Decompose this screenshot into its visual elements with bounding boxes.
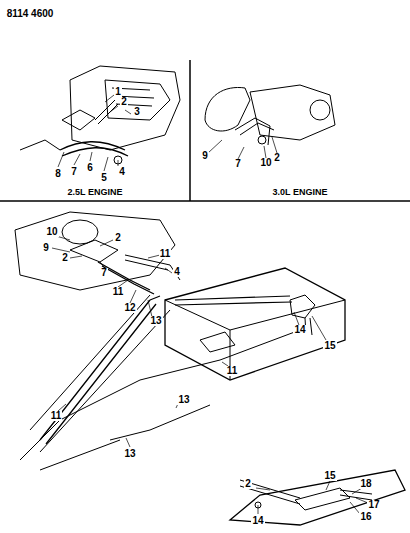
callout-number: 14 bbox=[251, 516, 264, 526]
callout-number: 10 bbox=[259, 158, 272, 168]
callout-number: 13 bbox=[177, 395, 190, 405]
callout-number: 16 bbox=[359, 512, 372, 522]
figure-number: 8114 4600 bbox=[6, 9, 55, 19]
callout-number: 3 bbox=[133, 107, 141, 117]
callout-number: 2 bbox=[273, 153, 281, 163]
callout-number: 8 bbox=[54, 169, 62, 179]
callout-number: 2 bbox=[61, 253, 69, 263]
callout-number: 15 bbox=[323, 471, 336, 481]
callout-number: 14 bbox=[293, 325, 306, 335]
callout-number: 7 bbox=[234, 159, 242, 169]
callout-number: 12 bbox=[123, 303, 136, 313]
callout-number: 1 bbox=[114, 87, 122, 97]
callout-number: 4 bbox=[118, 167, 126, 177]
callout-number: 13 bbox=[123, 449, 136, 459]
callout-number: 15 bbox=[323, 341, 336, 351]
callout-number: 11 bbox=[112, 287, 125, 297]
callout-number: 5 bbox=[100, 173, 108, 183]
callout-number: 11 bbox=[226, 366, 239, 376]
callout-number: 13 bbox=[149, 316, 162, 326]
callout-number: 10 bbox=[45, 227, 58, 237]
callout-number: 11 bbox=[159, 249, 172, 259]
callout-number: 7 bbox=[70, 167, 78, 177]
callout-number: 2 bbox=[244, 479, 252, 489]
callout-number: 17 bbox=[367, 500, 380, 510]
callout-number: 9 bbox=[42, 243, 50, 253]
callout-number: 11 bbox=[50, 411, 63, 421]
callout-number: 6 bbox=[86, 163, 94, 173]
panel-caption: 2.5L ENGINE bbox=[67, 188, 124, 197]
callout-number: 7 bbox=[100, 268, 108, 278]
callout-number: 18 bbox=[359, 479, 372, 489]
callout-number: 4 bbox=[173, 267, 181, 277]
callout-number: 2 bbox=[120, 97, 128, 107]
callout-number: 9 bbox=[201, 151, 209, 161]
callout-number: 2 bbox=[114, 233, 122, 243]
panel-caption: 3.0L ENGINE bbox=[272, 188, 329, 197]
